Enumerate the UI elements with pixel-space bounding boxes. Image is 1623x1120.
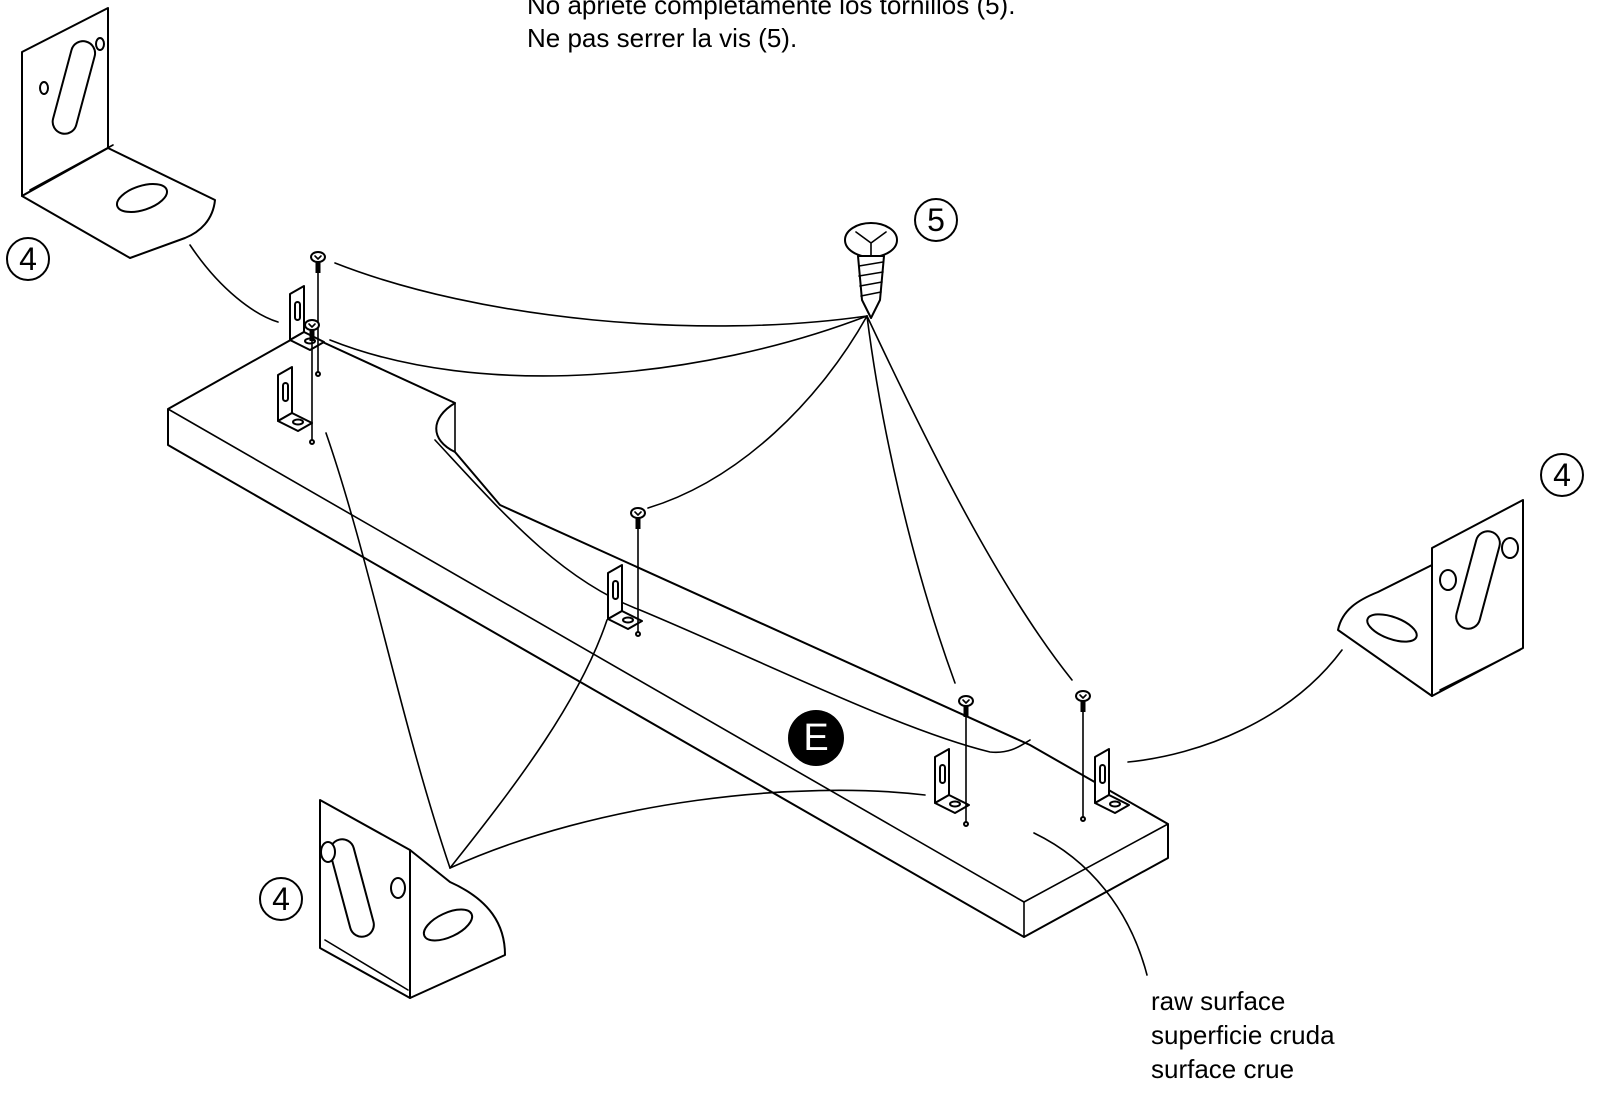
callout-part-4-bottom: 4 xyxy=(259,877,303,921)
callout-part-5: 5 xyxy=(914,198,958,242)
callout-part-4-right: 4 xyxy=(1540,453,1584,497)
screw-leader-lines xyxy=(329,262,1073,684)
bracket-large-right xyxy=(1337,499,1524,697)
surface-note-spanish: superficie cruda xyxy=(1151,1020,1335,1050)
surface-note-english: raw surface xyxy=(1151,986,1286,1016)
bracket-large-top-left xyxy=(21,7,216,259)
screw-small-3 xyxy=(630,507,646,530)
panel-edge-leader xyxy=(434,439,1031,754)
screw-small-1 xyxy=(310,251,326,274)
callout-part-4-top-left: 4 xyxy=(6,237,50,281)
panel-e xyxy=(167,332,1169,938)
bracket-small-1 xyxy=(289,285,325,351)
bracket-large-bottom xyxy=(319,799,506,999)
screw-small-5 xyxy=(1075,690,1091,713)
instruction-french: Ne pas serrer la vis (5). xyxy=(527,23,798,53)
instruction-spanish: No apriete completamente los tornillos (… xyxy=(527,0,1016,20)
bracket-small-5 xyxy=(1094,748,1130,814)
bracket-leader-lines xyxy=(189,244,1343,869)
raw-surface-leader xyxy=(1033,832,1148,976)
surface-note-french: surface crue xyxy=(1151,1054,1295,1084)
screw-large xyxy=(844,222,898,319)
panel-label-badge: E xyxy=(788,710,844,766)
